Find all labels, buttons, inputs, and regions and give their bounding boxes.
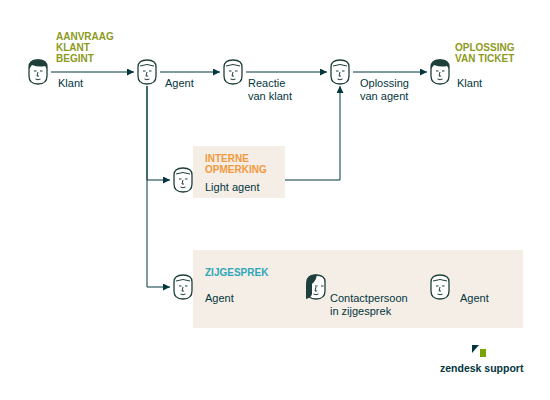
eyes <box>34 70 43 71</box>
flow-arrow <box>147 86 170 287</box>
person-face-icon <box>170 166 196 194</box>
hair-shape <box>306 274 317 299</box>
head-outline <box>431 60 449 84</box>
flow-arrow <box>160 72 220 73</box>
mouth <box>181 294 186 296</box>
node-label: Oplossing van agent <box>360 77 416 103</box>
hair-line <box>433 280 447 282</box>
nose <box>232 72 234 76</box>
person-node: Oplossing van agent <box>327 58 353 86</box>
person-face-icon <box>427 273 453 301</box>
mouth <box>338 79 343 81</box>
logo-shape <box>472 345 479 353</box>
nose <box>146 72 148 76</box>
node-label: Klant <box>457 77 482 90</box>
node-heading: OPLOSSING VAN TICKET <box>455 42 523 64</box>
flow-arrow <box>147 86 170 180</box>
person-face-icon <box>427 58 453 86</box>
person-node: Light agent <box>170 166 196 194</box>
node-heading: INTERNE OPMERKING <box>205 153 280 175</box>
node-heading: AANVRAAG KLANT BEGINT <box>56 31 118 64</box>
hair-shape <box>431 59 449 69</box>
eyes <box>179 178 188 179</box>
head-outline <box>431 275 449 299</box>
zendesk-logo-icon <box>470 343 490 359</box>
person-node: Reactie van klant <box>220 58 246 86</box>
head-outline <box>224 60 242 84</box>
nose <box>315 287 317 291</box>
eyes <box>179 285 188 286</box>
flow-arrow <box>246 72 327 73</box>
hair-line <box>333 65 347 67</box>
person-face-icon <box>170 273 196 301</box>
nose <box>37 72 39 76</box>
head-outline <box>174 275 192 299</box>
node-heading: ZIJGESPREK <box>205 267 325 278</box>
eyes <box>315 285 324 286</box>
person-node: Agent <box>427 273 453 301</box>
person-node: Agent <box>170 273 196 301</box>
head-outline <box>138 60 156 84</box>
head-outline <box>331 60 349 84</box>
mouth <box>314 294 319 296</box>
node-label: Klant <box>58 77 83 90</box>
mouth <box>181 187 186 189</box>
eyes <box>436 70 445 71</box>
head-outline <box>29 60 47 84</box>
mouth <box>145 79 150 81</box>
person-node: OPLOSSING VAN TICKETKlant <box>427 58 453 86</box>
hair-line <box>176 280 190 282</box>
eyes <box>229 70 238 71</box>
mouth <box>36 79 41 81</box>
node-label: Agent <box>205 292 234 305</box>
mouth <box>438 79 443 81</box>
brand-label: zendesk support <box>440 362 523 374</box>
flow-arrow <box>51 72 134 73</box>
nose <box>182 180 184 184</box>
nose <box>439 287 441 291</box>
head-outline <box>307 275 325 299</box>
mouth <box>438 294 443 296</box>
nose <box>439 72 441 76</box>
person-node: Agent <box>134 58 160 86</box>
node-label: Reactie van klant <box>248 77 298 103</box>
eyes <box>143 70 152 71</box>
person-face-icon <box>303 273 329 301</box>
hair-line <box>140 65 154 67</box>
head-outline <box>174 168 192 192</box>
mouth <box>231 79 236 81</box>
logo-shape <box>480 349 486 357</box>
flow-arrow <box>353 72 427 73</box>
eyes <box>436 285 445 286</box>
person-face-icon <box>220 58 246 86</box>
hair-line <box>176 173 190 175</box>
person-node: Contactpersoon in zijgesprek <box>303 273 329 301</box>
person-face-icon <box>327 58 353 86</box>
group-box: Light agent INTERNE OPMERKING <box>193 146 285 198</box>
hair-shape <box>29 59 47 69</box>
nose <box>339 72 341 76</box>
node-label: Contactpersoon in zijgesprek <box>330 292 416 318</box>
person-face-icon <box>134 58 160 86</box>
node-label: Agent <box>165 77 194 90</box>
node-label: Light agent <box>205 181 259 194</box>
person-face-icon <box>25 58 51 86</box>
eyes <box>336 70 345 71</box>
nose <box>182 287 184 291</box>
hair-line <box>226 65 240 67</box>
person-node: AANVRAAG KLANT BEGINTKlant <box>25 58 51 86</box>
group-box: AgentContactpersoon in zijgesprekAgentZI… <box>193 250 523 328</box>
node-label: Agent <box>460 292 489 305</box>
